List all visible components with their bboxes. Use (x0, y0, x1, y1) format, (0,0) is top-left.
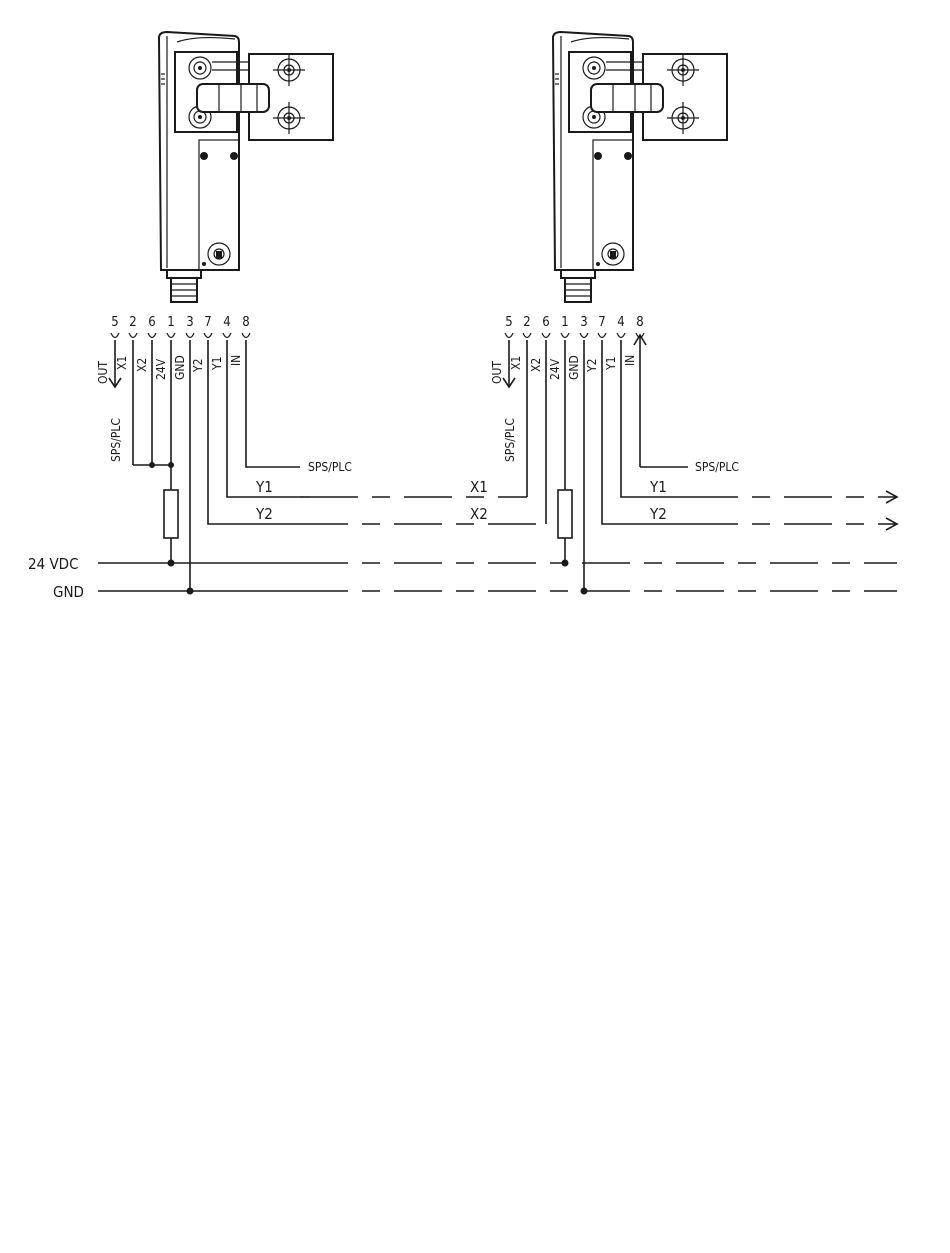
pin-number: 2 (129, 315, 136, 330)
x2-label: X2 (470, 505, 488, 523)
signal-x1: X1 (115, 356, 129, 370)
safety-switch-1 (159, 32, 333, 302)
ground-rail: GND (53, 583, 897, 601)
sps-plc-input-label: SPS/PLC (695, 460, 739, 474)
device-2-signal-names: OUT X1 X2 24V GND Y2 Y1 IN SPS/PLC (490, 355, 637, 462)
pin-number: 1 (561, 315, 568, 330)
signal-y2: Y2 (585, 359, 599, 373)
x1-label: X1 (470, 478, 488, 496)
pin-number: 4 (617, 315, 624, 330)
pin-number: 6 (542, 315, 549, 330)
pin-number: 3 (580, 315, 587, 330)
pin-number: 1 (167, 315, 174, 330)
device-1-wire-labels: Y1 Y2 SPS/PLC (255, 460, 352, 523)
signal-gnd: GND (173, 355, 187, 380)
device-1-terminal-hooks (111, 333, 250, 338)
y1-label: Y1 (255, 478, 273, 496)
device-2-pin-numbers: 5 2 6 1 3 7 4 8 (505, 315, 643, 330)
signal-in: IN (229, 355, 243, 366)
signal-in: IN (623, 355, 637, 366)
pin-number: 6 (148, 315, 155, 330)
device-1-wiring (109, 340, 300, 595)
pin-number: 4 (223, 315, 230, 330)
pin-number: 2 (523, 315, 530, 330)
signal-x2: X2 (135, 358, 149, 372)
pin-number: 5 (111, 315, 118, 330)
sps-plc-input-label: SPS/PLC (308, 460, 352, 474)
pin-number: 7 (204, 315, 211, 330)
signal-out: OUT (96, 361, 110, 384)
sps-plc-label: SPS/PLC (109, 418, 123, 462)
pin-number: 7 (598, 315, 605, 330)
device-2-terminal-hooks (505, 333, 644, 338)
pin-number: 8 (242, 315, 249, 330)
signal-x2: X2 (529, 358, 543, 372)
ground-label: GND (53, 583, 84, 601)
signal-24v: 24V (154, 358, 168, 380)
pin-number: 8 (636, 315, 643, 330)
device-2-wire-labels: Y1 Y2 SPS/PLC (649, 460, 739, 523)
supply-rail: 24 VDC (28, 555, 897, 573)
signal-y1: Y1 (210, 357, 224, 371)
signal-y2: Y2 (191, 359, 205, 373)
pin-number: 5 (505, 315, 512, 330)
sps-plc-label: SPS/PLC (503, 418, 517, 462)
signal-gnd: GND (567, 355, 581, 380)
pin-number: 3 (186, 315, 193, 330)
y2-label: Y2 (255, 505, 273, 523)
y2-label: Y2 (649, 505, 667, 523)
supply-label: 24 VDC (28, 555, 79, 573)
y1-label: Y1 (649, 478, 667, 496)
safety-switch-2 (553, 32, 727, 302)
interconnect-labels: X1 X2 (470, 478, 488, 523)
signal-y1: Y1 (604, 357, 618, 371)
signal-x1: X1 (509, 356, 523, 370)
signal-24v: 24V (548, 358, 562, 380)
device-1-signal-names: OUT X1 X2 24V GND Y2 Y1 IN SPS/PLC (96, 355, 243, 462)
device-1-pin-numbers: 5 2 6 1 3 7 4 8 (111, 315, 249, 330)
signal-out: OUT (490, 361, 504, 384)
